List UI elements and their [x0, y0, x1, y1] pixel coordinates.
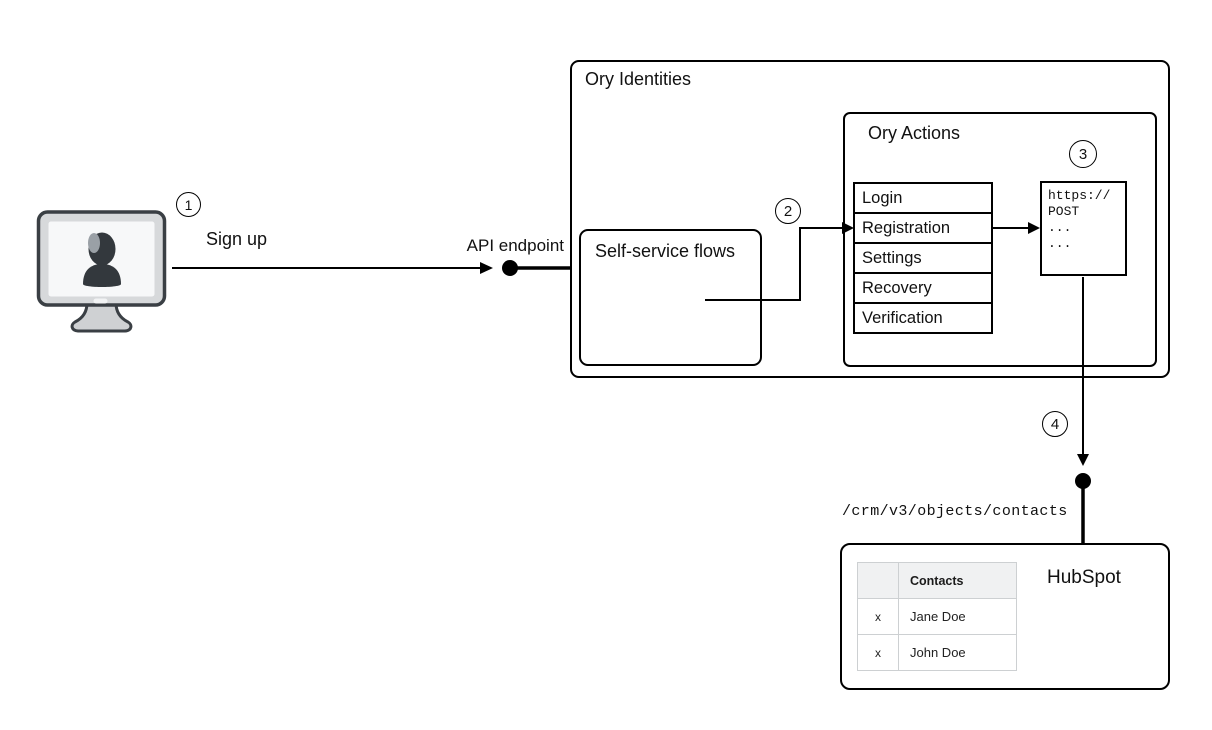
hubspot-title: HubSpot — [1047, 567, 1121, 588]
ory-identities-box — [570, 60, 1170, 378]
step2-connector — [705, 227, 845, 301]
self-service-flows-box — [579, 229, 762, 366]
ory-actions-flow-list: Login Registration Settings Recovery Ver… — [853, 182, 993, 334]
flow-row-login: Login — [855, 184, 991, 214]
self-service-flows-title: Self-service flows — [595, 241, 736, 261]
webhook-code-line: https:// — [1048, 188, 1111, 203]
ory-actions-title: Ory Actions — [868, 123, 961, 143]
api-endpoint-label: API endpoint — [466, 236, 564, 255]
hubspot-contacts-table: Contacts x Jane Doe x John Doe — [857, 562, 1017, 671]
step4-arrowhead — [1077, 454, 1089, 466]
contact-row-name: Jane Doe — [910, 609, 966, 624]
flow-row-registration: Registration — [855, 214, 991, 244]
signup-arrowhead — [480, 262, 493, 274]
signup-label: Sign up — [206, 229, 268, 249]
flow-row-recovery: Recovery — [855, 274, 991, 304]
webhook-code-line: ... — [1048, 236, 1072, 251]
step-badge-2: 2 — [775, 198, 801, 224]
flow-row-verification: Verification — [862, 309, 943, 327]
ory-actions-box — [843, 112, 1157, 367]
api-endpoint-dot — [502, 260, 518, 276]
contact-row-marker: x — [858, 635, 899, 670]
webhook-code-box: https:// POST ... ... — [1040, 181, 1127, 276]
user-silhouette — [83, 232, 121, 287]
contacts-table-row: x Jane Doe — [858, 599, 1016, 635]
contacts-table-corner-cell — [858, 563, 899, 598]
hubspot-api-path-label: /crm/v3/objects/contacts — [842, 503, 1068, 520]
step-badge-4: 4 — [1042, 411, 1068, 437]
flow-row-settings: Settings — [855, 244, 991, 274]
user-monitor-icon — [36, 210, 167, 333]
contact-row-name: John Doe — [910, 645, 966, 660]
ory-identities-title: Ory Identities — [585, 69, 692, 89]
webhook-code-line: ... — [1048, 220, 1072, 235]
step-badge-3: 3 — [1069, 140, 1097, 168]
contacts-table-header-row: Contacts — [858, 563, 1016, 599]
contacts-table-row: x John Doe — [858, 635, 1016, 670]
step-badge-1: 1 — [176, 192, 201, 217]
contact-row-marker: x — [858, 599, 899, 634]
hubspot-box — [840, 543, 1170, 690]
webhook-arrowhead — [1028, 222, 1040, 234]
webhook-code-line: POST — [1048, 204, 1080, 219]
hubspot-endpoint-dot — [1075, 473, 1091, 489]
contacts-table-header-cell: Contacts — [899, 563, 1016, 598]
step2-arrowhead — [842, 222, 854, 234]
contacts-header-label: Contacts — [910, 573, 964, 588]
